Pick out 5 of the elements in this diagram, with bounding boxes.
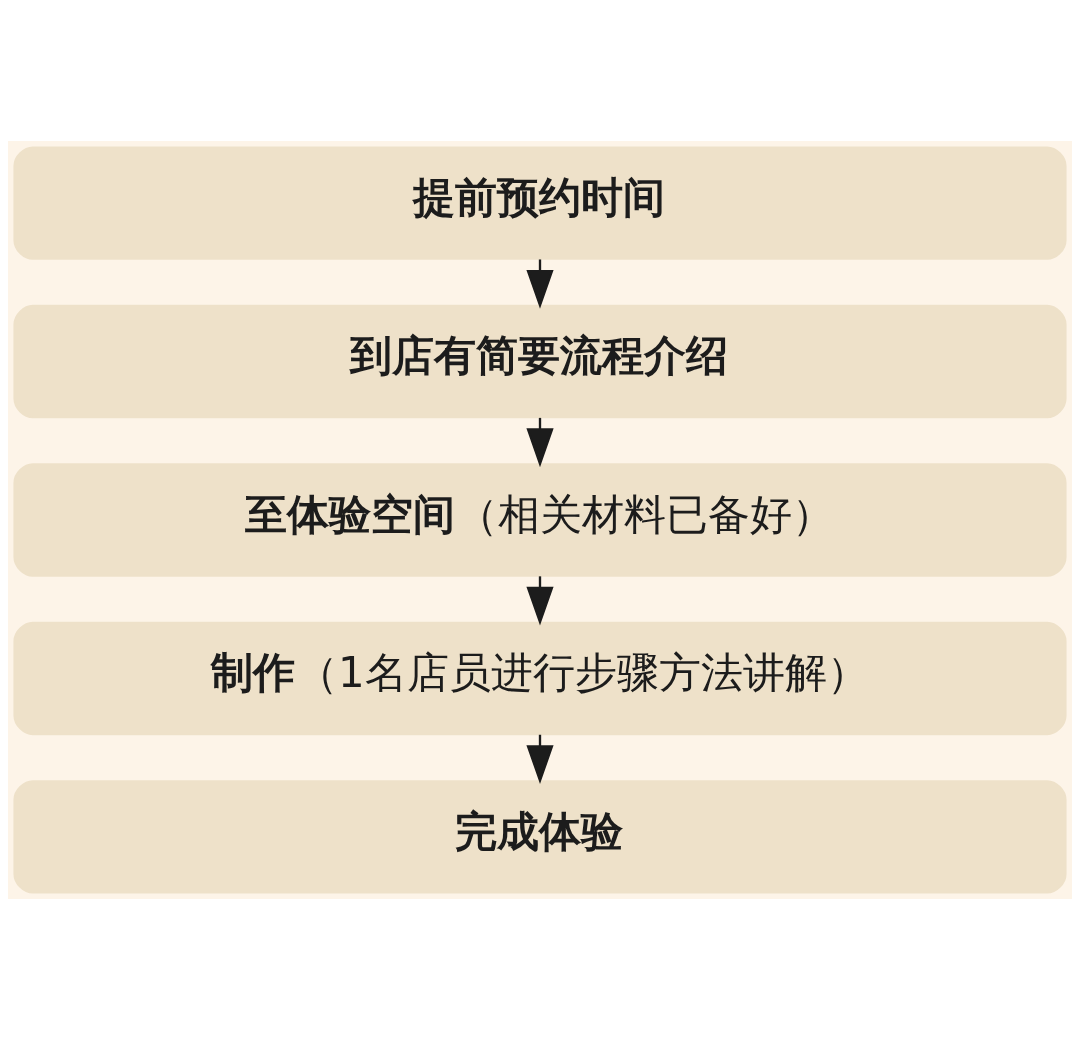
node-box: 至体验空间（相关材料已备好） <box>13 463 1067 577</box>
node-box: 到店有简要流程介绍 <box>13 304 1067 419</box>
node-box: 完成体验 <box>13 780 1067 894</box>
node-box: 提前预约时间 <box>13 146 1067 260</box>
node-box: 制作（1名店员进行步骤方法讲解） <box>13 621 1067 736</box>
